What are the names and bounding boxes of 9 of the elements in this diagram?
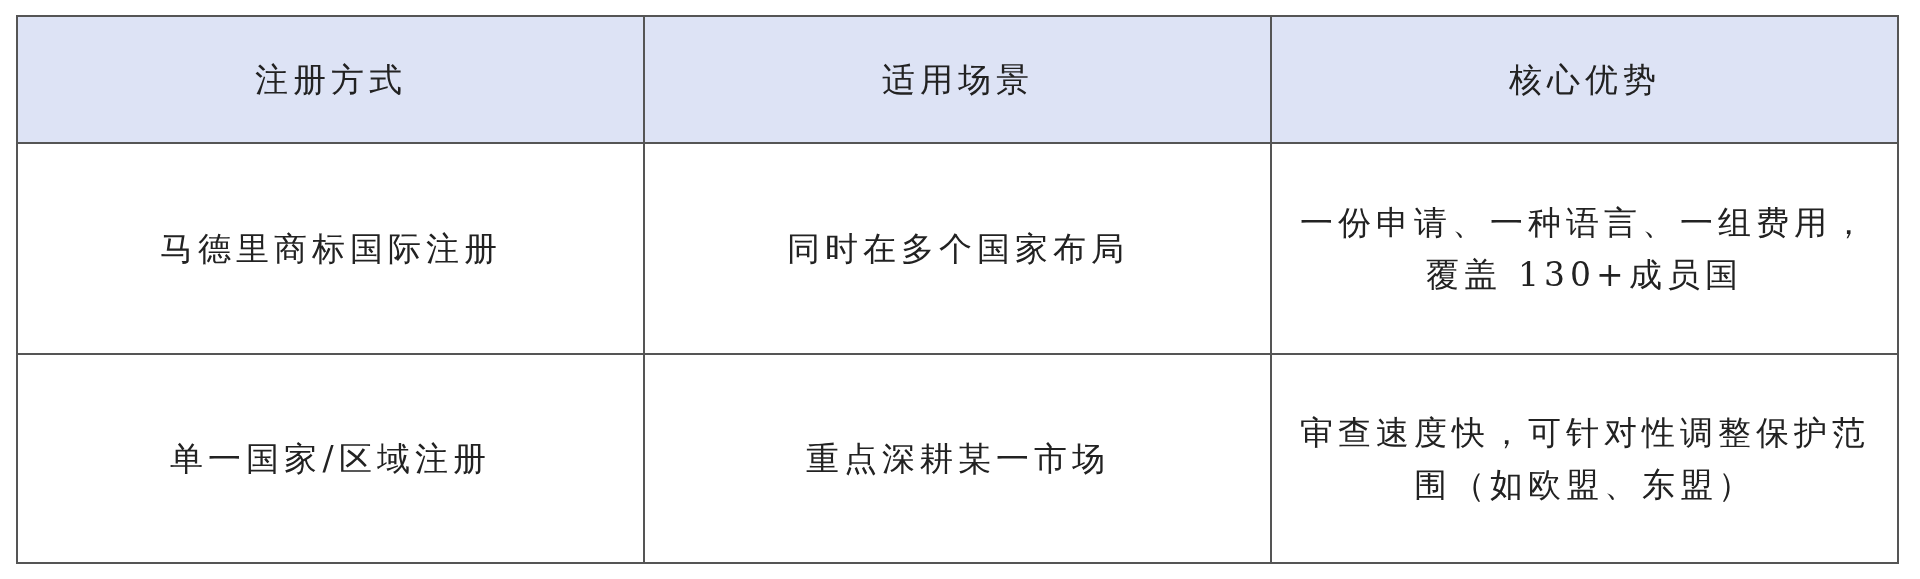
table-cell: 一份申请、一种语言、一组费用，覆盖 130+成员国 <box>1271 143 1898 354</box>
table-cell: 审查速度快，可针对性调整保护范围（如欧盟、东盟） <box>1271 354 1898 563</box>
table-cell: 同时在多个国家布局 <box>644 143 1271 354</box>
header-cell: 核心优势 <box>1271 16 1898 143</box>
header-cell: 适用场景 <box>644 16 1271 143</box>
table-cell: 单一国家/区域注册 <box>17 354 644 563</box>
header-cell: 注册方式 <box>17 16 644 143</box>
table-cell: 重点深耕某一市场 <box>644 354 1271 563</box>
table-cell: 马德里商标国际注册 <box>17 143 644 354</box>
